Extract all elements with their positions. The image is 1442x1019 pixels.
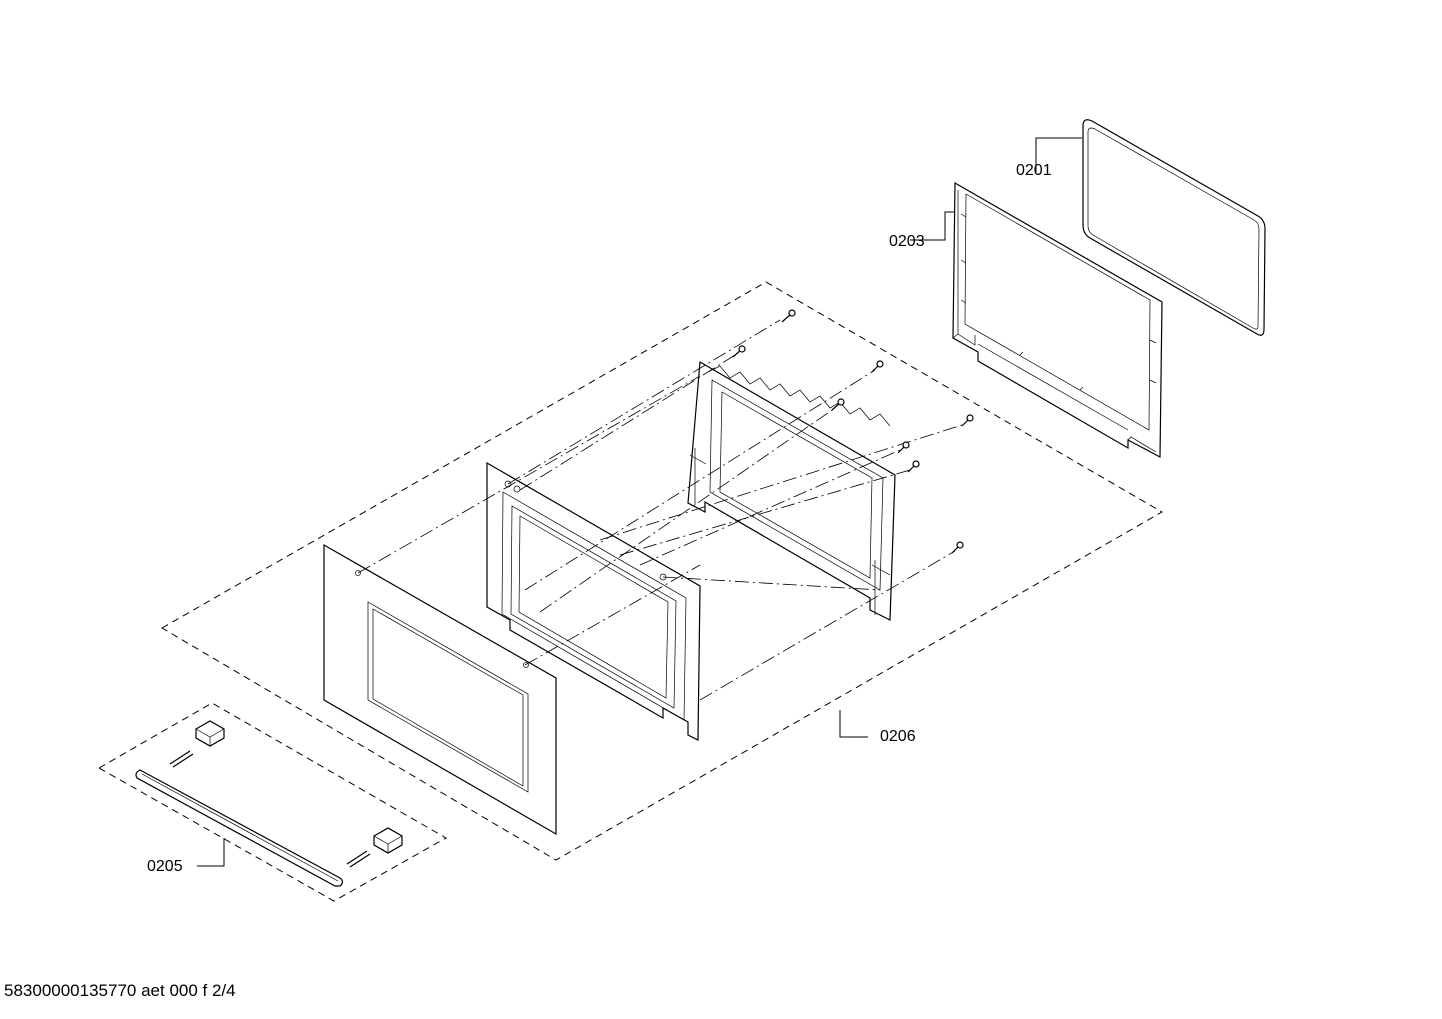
label-0201: 0201 [1016, 162, 1052, 179]
screw-7 [907, 460, 920, 473]
leader-lines [197, 137, 1082, 867]
screw-8 [951, 541, 964, 554]
group-boundary-0206 [161, 281, 1163, 861]
part-0205-hinge-kit[interactable] [135, 720, 403, 887]
part-0201-gasket[interactable] [1082, 119, 1266, 336]
alignment-lines [357, 319, 966, 701]
pin-2 [346, 850, 371, 868]
part-rear-frame[interactable] [687, 361, 896, 621]
part-0203-inner-frame[interactable] [952, 181, 1163, 458]
screw-3 [871, 360, 884, 373]
hinge-block-1 [195, 720, 225, 747]
screw-5 [961, 414, 974, 427]
screw-2 [732, 345, 746, 358]
part-middle-frame[interactable] [486, 461, 701, 741]
label-0206: 0206 [880, 728, 916, 745]
pin-1 [169, 750, 194, 768]
group-boundary-0205 [97, 702, 448, 902]
document-id: 58300000135770 aet 000 f 2/4 [4, 981, 236, 1000]
screw-4 [831, 398, 845, 411]
screws[interactable] [732, 309, 974, 554]
label-0203: 0203 [889, 233, 925, 250]
label-0205: 0205 [147, 858, 183, 875]
part-outer-glass[interactable] [323, 543, 557, 836]
screw-6 [897, 441, 910, 454]
hinge-block-2 [373, 827, 403, 854]
handle-bar [135, 769, 344, 887]
screw-1 [781, 309, 796, 323]
